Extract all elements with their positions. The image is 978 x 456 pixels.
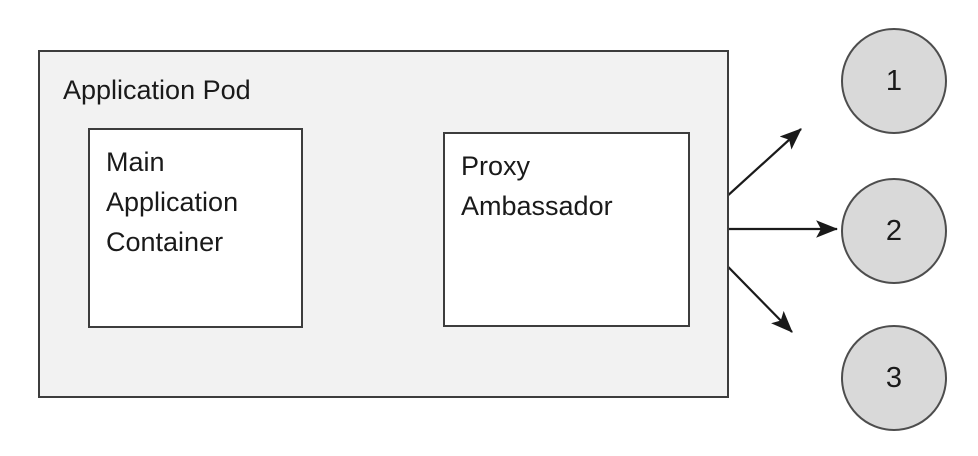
proxy-ambassador-label: Proxy Ambassador — [461, 151, 613, 221]
service-node-1[interactable]: 1 — [841, 28, 947, 134]
service-node-3[interactable]: 3 — [841, 325, 947, 431]
service-node-2-label: 2 — [885, 214, 903, 247]
main-application-container-label: Main Application Container — [106, 147, 239, 257]
proxy-ambassador-node[interactable]: Proxy Ambassador — [443, 132, 690, 327]
service-node-2[interactable]: 2 — [841, 178, 947, 284]
service-node-3-label: 3 — [885, 361, 903, 394]
main-application-container-node[interactable]: Main Application Container — [88, 128, 303, 328]
application-pod-label: Application Pod — [63, 75, 251, 105]
service-node-1-label: 1 — [885, 64, 903, 97]
